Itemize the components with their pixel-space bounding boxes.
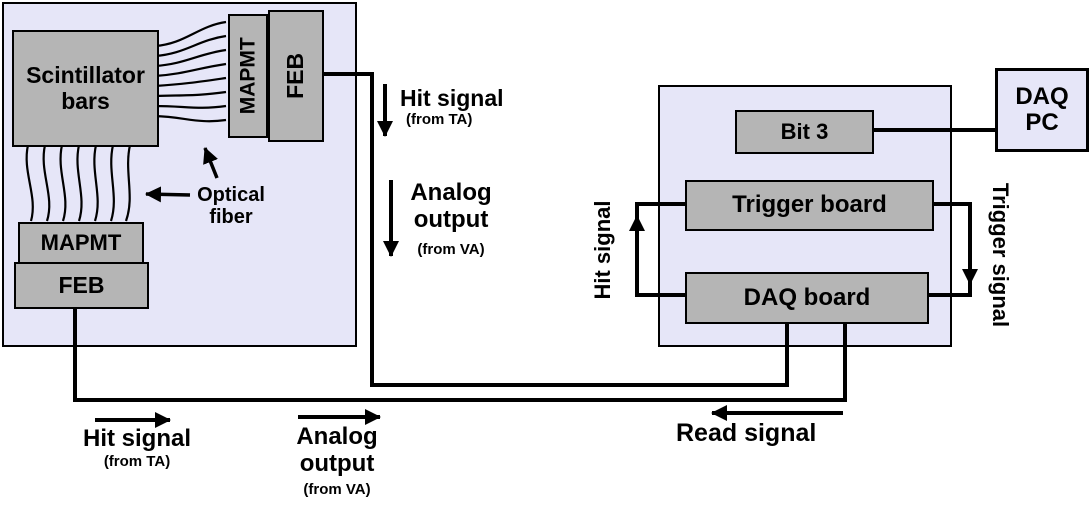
daq-board-box: DAQ board bbox=[685, 272, 929, 324]
feb-bottom-box: FEB bbox=[14, 262, 149, 309]
read-signal-label: Read signal bbox=[676, 419, 817, 447]
mapmt-top-box: MAPMT bbox=[228, 14, 268, 138]
bit3-label: Bit 3 bbox=[780, 118, 829, 144]
analog-output-top-subtitle: (from VA) bbox=[417, 241, 485, 258]
hit-signal-bottom-subtitle: (from TA) bbox=[103, 453, 171, 470]
mapmt-bottom-label: MAPMT bbox=[40, 229, 122, 255]
bit3-box: Bit 3 bbox=[735, 110, 874, 154]
optical-fiber-arrow-icons bbox=[145, 147, 219, 203]
daq-pc-box: DAQ PC bbox=[995, 68, 1089, 152]
daq-pc-label: DAQ PC bbox=[1015, 82, 1069, 136]
daq-board-label: DAQ board bbox=[743, 283, 871, 311]
hit-signal-bottom-label: Hit signal bbox=[82, 425, 191, 452]
hit-signal-top-label: Hit signal bbox=[400, 85, 504, 111]
optical-fiber-label: Optical fiber bbox=[197, 184, 265, 229]
hit-signal-loop-label: Hit signal bbox=[590, 200, 615, 300]
feb-top-label: FEB bbox=[282, 53, 309, 99]
optical-fiber-bundle-bottom bbox=[25, 144, 132, 222]
scintillator-bars-box: Scintillator bars bbox=[12, 30, 159, 147]
hit-signal-top-subtitle: (from TA) bbox=[406, 111, 473, 128]
feb-bottom-label: FEB bbox=[58, 271, 105, 298]
analog-output-top-label: Analog output bbox=[410, 179, 492, 233]
trigger-board-box: Trigger board bbox=[685, 180, 934, 231]
optical-fiber-bundle-top bbox=[154, 20, 227, 123]
analog-output-bottom-label: Analog output bbox=[296, 423, 378, 477]
scintillator-bars-label: Scintillator bars bbox=[26, 61, 145, 114]
mapmt-top-label: MAPMT bbox=[236, 37, 260, 115]
feb-top-box: FEB bbox=[268, 10, 324, 142]
analog-output-bottom-subtitle: (from VA) bbox=[303, 481, 371, 498]
trigger-signal-loop-label: Trigger signal bbox=[988, 182, 1013, 328]
trigger-board-label: Trigger board bbox=[732, 191, 887, 219]
mapmt-bottom-box: MAPMT bbox=[18, 222, 144, 264]
